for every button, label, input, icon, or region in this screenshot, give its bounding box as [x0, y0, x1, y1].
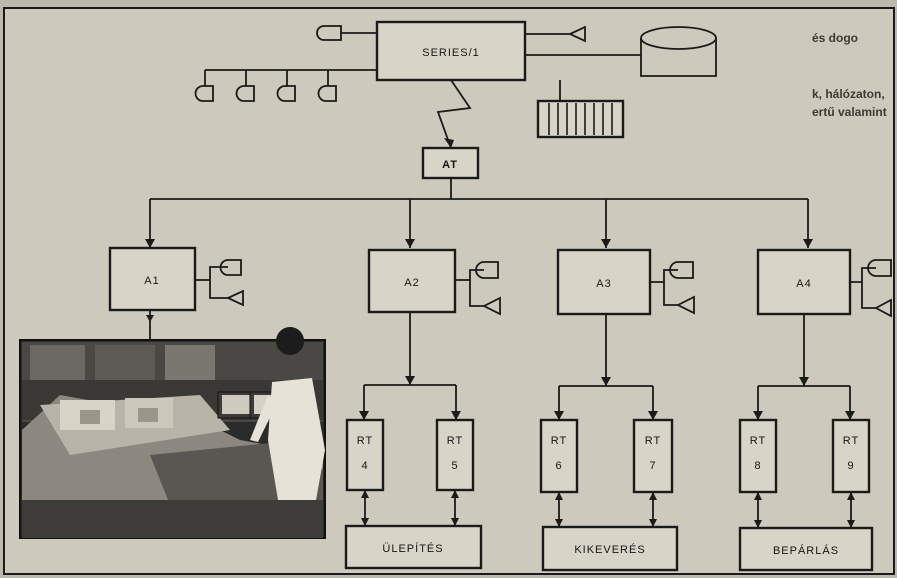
- process-kikeveres-label: KIKEVERÉS: [574, 543, 645, 556]
- node-a3-label: A3: [596, 278, 611, 290]
- terminal-rt6-label: RT: [551, 435, 567, 447]
- node-a1-label: A1: [144, 275, 159, 287]
- process-ulepites-label: ÜLEPÍTÉS: [382, 542, 443, 555]
- process-beparlas-label: BEPÁRLÁS: [773, 544, 839, 557]
- terminal-rt4-label: RT: [357, 435, 373, 447]
- terminal-rt8-label: RT: [750, 435, 766, 447]
- node-a2-label: A2: [404, 277, 419, 289]
- terminal-rt4-number: 4: [361, 460, 368, 472]
- terminal-rt7-number: 7: [649, 460, 656, 472]
- terminal-rt8-box: [740, 420, 776, 492]
- terminal-rt7-label: RT: [645, 435, 661, 447]
- host-label: SERIES/1: [422, 47, 480, 59]
- background-text-line3: ertű valamint: [812, 105, 887, 119]
- terminal-rt9-box: [833, 420, 869, 492]
- terminal-rt5-box: [437, 420, 473, 490]
- terminal-rt5-label: RT: [447, 435, 463, 447]
- terminal-rt4-box: [347, 420, 383, 490]
- terminal-rt9-number: 9: [847, 460, 854, 472]
- control-room-photo: [20, 327, 325, 538]
- terminal-rt8-number: 8: [754, 460, 761, 472]
- terminal-rt6-number: 6: [555, 460, 562, 472]
- at-label: AT: [442, 159, 458, 171]
- background-text-line1: és dogo: [812, 31, 858, 45]
- terminal-rt6-box: [541, 420, 577, 492]
- printer-icon: [538, 101, 623, 137]
- background-text-line2: k, hálózaton,: [812, 87, 885, 101]
- terminal-rt9-label: RT: [843, 435, 859, 447]
- terminal-rt5-number: 5: [451, 460, 458, 472]
- terminal-rt7-box: [634, 420, 672, 492]
- node-a4-label: A4: [796, 278, 811, 290]
